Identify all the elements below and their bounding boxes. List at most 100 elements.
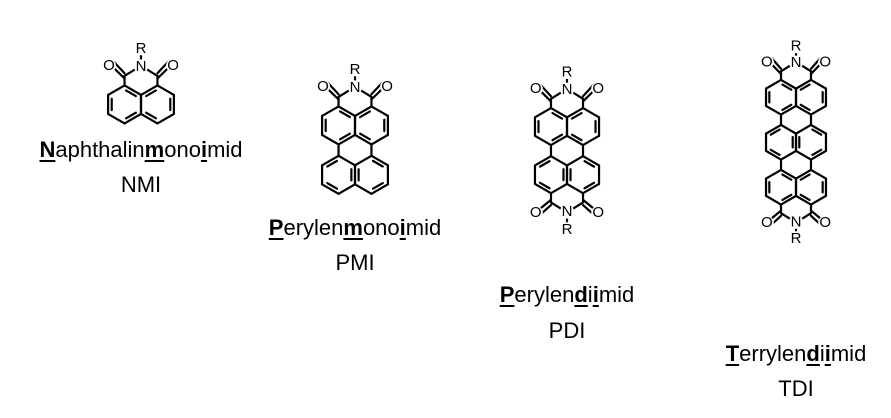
tdi-ring-bond	[779, 123, 798, 135]
pdi-ring-double-bond	[551, 133, 564, 142]
pmi-ring-bond	[370, 105, 390, 118]
tdi-imide-bottom-bond	[779, 212, 792, 220]
nmi-ring-double-bond	[124, 111, 137, 120]
pdi-imide-bottom-oxygen-mask	[528, 205, 543, 220]
tdi-ring-bond	[764, 168, 783, 180]
pdi-imide-bottom-substituent-mask	[560, 222, 574, 237]
pdi-ring-bond	[549, 106, 569, 119]
tdi-ring-bond	[794, 78, 813, 90]
tdi-ring-double-bond	[769, 148, 781, 157]
pmi-imide-top-nitrogen: N	[350, 79, 361, 96]
tdi-name-label: Terrylendiimid	[726, 341, 867, 367]
pdi-imide-top-bond	[549, 91, 563, 100]
nmi-imide-top-bond	[145, 68, 159, 78]
tdi-imide-bottom-oxygen: O	[761, 214, 773, 231]
tdi-ring-bond	[809, 123, 828, 135]
pmi-ring-double-bond	[326, 181, 339, 190]
pmi-imide-top-oxygen-mask	[315, 79, 330, 94]
tdi-ring-bond	[809, 168, 828, 180]
pmi-ring-bond	[320, 105, 340, 118]
tdi-imide-top-bond	[800, 64, 813, 73]
pdi-imide-bottom-substituent: R	[562, 221, 573, 238]
nmi-name-part: aphthalin	[55, 137, 145, 162]
nmi-imide-top-oxygen: O	[167, 57, 179, 74]
pmi-ring-bond	[353, 105, 373, 118]
pmi-ring-bond	[353, 133, 373, 146]
pdi-name-part: i	[587, 282, 593, 307]
tdi-name-part: i	[819, 341, 825, 366]
pdi-name-part: mid	[598, 282, 635, 307]
tdi-imide-top-oxygen: O	[819, 53, 831, 70]
pmi-name-label: Perylenmonoimid	[269, 215, 441, 241]
tdi-imide-top-bond	[779, 64, 792, 73]
tdi-ring-bond	[809, 194, 828, 206]
nmi-imide-top-oxygen-mask	[101, 58, 116, 73]
tdi-imide-bottom-nitrogen: N	[791, 213, 802, 230]
nmi-ring-bond	[106, 112, 126, 125]
tdi-ring-double-bond	[781, 103, 793, 112]
pmi-imide-top-bond	[359, 89, 373, 99]
nmi-imide-top-substituent-mask	[134, 41, 148, 56]
nmi-name-part: ono	[164, 137, 201, 162]
tdi-ring-double-bond	[769, 128, 781, 136]
tdi-ring-bond	[779, 78, 798, 90]
pmi-imide-top-substituent-mask	[348, 62, 362, 77]
pdi-name-label: Perylendiimid	[500, 282, 635, 308]
pmi-ring-bond	[320, 154, 340, 167]
pdi-ring-bond	[581, 155, 601, 167]
pdi-ring-bond	[565, 106, 585, 119]
pmi-ring-bond	[370, 133, 390, 146]
pdi-imide-bottom-bond	[549, 201, 563, 210]
tdi-ring-bond	[779, 104, 798, 116]
tdi-ring-bond	[764, 78, 783, 90]
tdi-ring-double-bond	[799, 103, 811, 112]
pdi-ring-bond	[565, 155, 585, 167]
nmi-ring-bond	[156, 112, 176, 125]
pmi-ring-bond	[320, 183, 340, 195]
nmi-imide-top-substituent: R	[136, 40, 147, 57]
pdi-imide-top-substituent-mask	[560, 65, 574, 80]
nmi-ring-double-bond	[145, 89, 158, 98]
tdi-imide-bottom-oxygen-mask	[759, 215, 774, 230]
pmi-imide-top-nitrogen-mask	[348, 80, 362, 95]
tdi-name-part: mid	[830, 341, 867, 366]
pdi-imide-bottom-oxygen: O	[592, 204, 604, 221]
tdi-imide-bottom-oxygen-mask	[818, 215, 833, 230]
pmi-ring-bond	[337, 183, 357, 195]
tdi-ring-bond	[794, 104, 813, 116]
tdi-ring-double-bond	[781, 173, 793, 181]
pdi-ring-double-bond	[583, 160, 596, 168]
nmi-name-part: mid	[207, 137, 243, 162]
tdi-abbreviation: TDI	[778, 376, 814, 401]
pdi-imide-bottom-nitrogen-mask	[560, 204, 574, 219]
pdi-imide-bottom-bond	[571, 201, 585, 210]
nmi-imide-top-nitrogen: N	[136, 58, 147, 75]
pmi-ring-bond	[353, 154, 373, 167]
pdi-imide-top-nitrogen: N	[562, 81, 573, 98]
tdi-ring-double-bond	[799, 173, 811, 181]
pdi-ring-double-bond	[583, 181, 596, 190]
nmi-abbreviation: NMI	[120, 172, 162, 197]
pdi-imide-bottom-oxygen: O	[530, 204, 542, 221]
pmi-ring-double-bond	[371, 159, 384, 168]
pdi-ring-bond	[533, 155, 553, 167]
pmi-name-part: i	[399, 215, 406, 240]
pdi-name-part: P	[499, 282, 515, 307]
nmi-ring-bond	[106, 84, 126, 97]
pdi-imide-top-substituent: R	[562, 64, 573, 81]
tdi-name-part: d	[806, 341, 820, 366]
tdi-imide-bottom-oxygen: O	[819, 214, 831, 231]
pmi-imide-top-substituent: R	[350, 61, 361, 78]
nmi-ring-bond	[123, 84, 143, 97]
pdi-imide-top-oxygen-mask	[528, 81, 543, 96]
tdi-ring-double-bond	[799, 83, 811, 91]
tdi-ring-bond	[764, 123, 783, 135]
tdi-ring-double-bond	[799, 193, 811, 202]
nmi-ring-double-bond	[145, 111, 158, 120]
tdi-imide-top-substituent-mask	[789, 39, 803, 54]
pmi-name-part: mid	[405, 215, 442, 240]
tdi-ring-bond	[794, 194, 813, 206]
pmi-ring-bond	[337, 154, 357, 167]
